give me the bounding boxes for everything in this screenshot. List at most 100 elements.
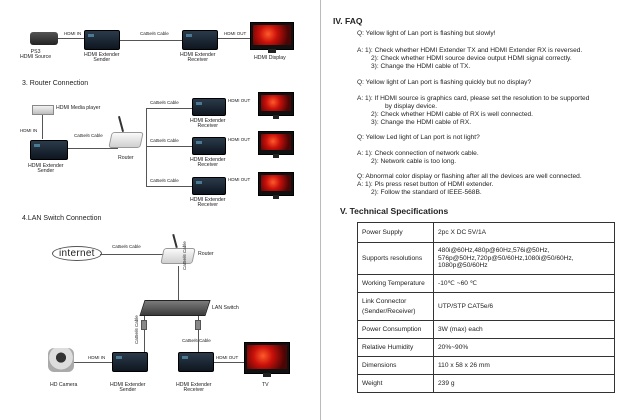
switch-receiver-line [198,316,199,354]
ps3-console [30,32,58,45]
faq-a2-1b: by display device. [385,103,438,110]
sender-label: HDMI Extender Sender [84,52,120,64]
extender-sender-device-2 [30,140,68,160]
cat-cable-label: Cat5e/6 Cable [140,31,169,36]
cat-cable-line [120,40,182,41]
rj45-plug-right [195,320,201,330]
extender-receiver-device-r2 [192,137,226,155]
receiver-label-r2: HDMI Extender Receiver [190,157,226,169]
receiver-label: HDMI Extender Receiver [180,52,216,64]
faq-a1-2: 2): Check whether HDMI source device out… [371,55,572,62]
extender-receiver-device-3 [178,352,214,372]
router-device [108,132,144,148]
table-row: Dimensions 110 x 58 x 26 mm [357,356,615,375]
cat-cable-label-r3: Cat5e/6 Cable [150,178,179,183]
faq-q1: Q: Yellow light of Lan port is flashing … [357,30,496,37]
branch-mid-line [146,146,192,147]
table-row: Working Temperature -10℃ ~60 ℃ [357,274,615,293]
tv-device [244,342,290,377]
internet-router-line [100,254,164,255]
faq-q4: Q: Abnormal color display or flashing af… [357,173,582,180]
router-label: Router [118,155,134,161]
hdmi-display-tv [250,22,294,53]
internet-cloud: internet [52,246,102,261]
media-player-label: HDMI Media player [56,105,101,111]
router-device-2 [160,248,196,264]
display-tv-r2 [258,131,294,158]
hd-camera-label: HD Camera [50,382,78,388]
table-row: Relative Humidity 20%~90% [357,338,615,357]
table-row: Weight 239 g [357,374,615,393]
table-row: Power Consumption 3W (max) each [357,320,615,339]
spec-key: Power Consumption [357,320,434,339]
receiver-label-3: HDMI Extender Receiver [176,382,212,394]
cat-cable-label-top: Cat5e/6 Cable [112,244,141,249]
hdmi-cable-line [58,38,84,39]
cat-cable-label-2: Cat5e/6 Cable [74,133,103,138]
spec-value: 3W (max) each [433,320,615,339]
receiver-tv-line [214,362,244,363]
branch-bottom-line [146,186,192,187]
router-branch-line [146,108,147,186]
hdmi-out-label-r2: HDMI OUT [228,137,251,142]
faq-q2: Q: Yellow light of Lan port is flashing … [357,79,532,86]
spec-key: Dimensions [357,356,434,375]
display-tv-r3 [258,172,294,199]
lan-switch-label: LAN Switch [212,305,239,311]
spec-heading: V. Technical Specifications [340,206,449,216]
cat-cable-label-r1: Cat5e/6 Cable [150,100,179,105]
hdmi-in-label-2: HDMI IN [20,128,38,133]
hdmi-in-label: HDMI IN [64,31,82,36]
faq-a1-1: A: 1): Check whether HDMI Extender TX an… [357,47,583,54]
cat-cable-label-left: Cat5e/6 Cable [134,315,139,344]
table-row: Supports resolutions 480i@60Hz,480p@60Hz… [357,242,615,275]
receiver-label-r1: HDMI Extender Receiver [190,118,226,130]
faq-a2-2: 2): Check whether HDMI cable of RX is we… [371,111,533,118]
spec-key: Power Supply [357,222,434,243]
spec-value: 110 x 58 x 26 mm [433,356,615,375]
hdmi-out-label-r3: HDMI OUT [228,177,251,182]
spec-table: Power Supply 2pc X DC 5V/1A Supports res… [357,222,615,393]
cat-cable-label-right: Cat5e/6 Cable [182,338,211,343]
cat-cable-label-r2: Cat5e/6 Cable [150,138,179,143]
media-player-device [32,105,54,115]
extender-receiver-device-r3 [192,177,226,195]
faq-a1-3: 3): Change the HDMI cable of TX. [371,63,471,70]
sender-router-line [68,148,118,149]
extender-sender-device-3 [112,352,148,372]
hdmi-out-label: HDMI OUT [224,31,247,36]
router-connection-title: 3. Router Connection [22,80,89,87]
spec-value: UTP/STP CAT5e/6 [433,292,615,321]
receiver-label-r3: HDMI Extender Receiver [190,197,226,209]
table-row: Power Supply 2pc X DC 5V/1A [357,222,615,243]
spec-key: Relative Humidity [357,338,434,357]
spec-key: Working Temperature [357,274,434,293]
faq-q3: Q: Yellow Led light of Lan port is not l… [357,134,480,141]
table-row: Link Connector (Sender/Receiver) UTP/STP… [357,292,615,321]
extender-receiver-device [182,30,218,50]
faq-a4-1: A: 1): Pls press reset button of HDMI ex… [357,181,494,188]
faq-a4-2: 2): Follow the standard of IEEE-568B. [371,189,482,196]
spec-value: 2pc X DC 5V/1A [433,222,615,243]
spec-value: 239 g [433,374,615,393]
camera-hdmi-line [74,362,112,363]
router-antenna-2 [172,233,178,249]
hdmi-out-cable-line [218,38,250,39]
faq-heading: IV. FAQ [333,16,363,26]
display-tv-r1 [258,92,294,119]
hd-camera-device [48,348,74,372]
spec-value: -10℃ ~60 ℃ [433,274,615,293]
extender-receiver-device-r1 [192,98,226,116]
hdmi-out-label-r1: HDMI OUT [228,98,251,103]
spec-value: 480i@60Hz,480p@60Hz,576i@50Hz, 576p@50Hz… [433,242,615,275]
spec-value: 20%~90% [433,338,615,357]
hdmi-in-label-3: HDMI IN [88,355,106,360]
lan-switch-title: 4.LAN Switch Connection [22,215,102,222]
faq-a3-1: A: 1): Check connection of network cable… [357,150,479,157]
hdmi-out-label-3: HDMI OUT [216,355,239,360]
rj45-plug-left [141,320,147,330]
spec-key: Supports resolutions [357,242,434,275]
cat-cable-label-mid: Cat5e/6 Cable [182,241,187,270]
faq-a2-1: A: 1): If HDMI source is graphics card, … [357,95,590,102]
